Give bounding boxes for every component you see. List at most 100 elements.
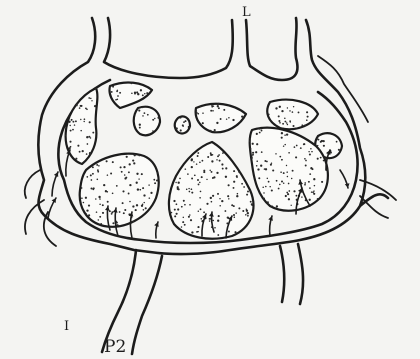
- stipple-dot: [75, 158, 77, 160]
- stipple-dot: [219, 160, 221, 162]
- stipple-dot: [201, 176, 203, 178]
- stipple-dot: [214, 129, 216, 131]
- stipple-dot: [154, 118, 155, 119]
- stipple-dot: [317, 158, 319, 160]
- stipple-dot: [247, 191, 249, 193]
- stipple-dot: [119, 92, 121, 94]
- stipple-dot: [93, 187, 95, 189]
- stipple-dot: [283, 172, 285, 174]
- stipple-dot: [211, 171, 213, 173]
- stipple-dot: [271, 205, 273, 207]
- stipple-dot: [252, 152, 254, 154]
- stipple-dot: [147, 114, 149, 116]
- stipple-dot: [228, 231, 230, 233]
- stipple-dot: [97, 169, 99, 171]
- stipple-dot: [218, 103, 220, 105]
- stipple-dot: [292, 111, 294, 113]
- stipple-dot: [126, 156, 128, 158]
- stipple-dot: [252, 154, 254, 156]
- stipple-dot: [112, 192, 114, 194]
- stipple-dot: [176, 213, 178, 215]
- stipple-dot: [287, 193, 289, 195]
- stipple-dot: [304, 124, 306, 126]
- stipple-dot: [198, 210, 199, 211]
- stipple-dot: [194, 174, 196, 176]
- stipple-dot: [185, 168, 187, 170]
- stipple-dot: [86, 176, 88, 178]
- stipple-dot: [306, 119, 308, 121]
- stipple-dot: [176, 203, 178, 205]
- stipple-dot: [278, 188, 280, 190]
- stipple-dot: [288, 152, 290, 154]
- stipple-dot: [157, 172, 158, 173]
- stipple-dot: [71, 119, 73, 121]
- stipple-dot: [86, 153, 88, 155]
- stipple-dot: [111, 91, 113, 93]
- stipple-dot: [189, 204, 191, 206]
- stipple-dot: [90, 174, 92, 176]
- stipple-dot: [314, 185, 316, 187]
- stipple-dot: [85, 197, 87, 199]
- stipple-dot: [261, 130, 263, 132]
- stipple-dot: [197, 113, 199, 115]
- label-top: L: [242, 5, 251, 20]
- stipple-dot: [212, 177, 214, 179]
- stipple-dot: [157, 117, 159, 119]
- stipple-dot: [311, 151, 313, 153]
- stipple-dot: [304, 158, 306, 160]
- stipple-dot: [317, 198, 319, 200]
- stipple-dot: [217, 220, 219, 222]
- stipple-dot: [135, 209, 137, 211]
- stipple-dot: [100, 223, 102, 225]
- stipple-dot: [86, 209, 88, 211]
- stipple-dot: [99, 203, 101, 205]
- stipple-dot: [183, 121, 185, 123]
- stipple-dot: [212, 154, 214, 156]
- stipple-dot: [68, 121, 70, 123]
- stipple-dot: [181, 206, 183, 208]
- stipple-dot: [90, 187, 92, 189]
- stipple-dot: [296, 195, 298, 197]
- stipple-dot: [310, 148, 312, 150]
- stipple-dot: [140, 89, 142, 91]
- stipple-dot: [262, 187, 264, 189]
- stipple-dot: [238, 171, 240, 173]
- stipple-dot: [123, 212, 125, 214]
- stipple-dot: [154, 182, 156, 184]
- stipple-dot: [228, 184, 230, 186]
- stipple-dot: [196, 112, 198, 114]
- stipple-dot: [218, 215, 220, 217]
- stipple-dot: [92, 166, 94, 168]
- stipple-dot: [98, 165, 100, 167]
- stipple-dot: [124, 174, 126, 176]
- stipple-dot: [184, 204, 186, 206]
- stipple-dot: [200, 105, 202, 107]
- stipple-dot: [65, 135, 66, 136]
- stipple-dot: [193, 161, 194, 162]
- stipple-dot: [142, 187, 144, 189]
- stipple-dot: [92, 132, 94, 134]
- stipple-dot: [197, 226, 199, 228]
- stipple-dot: [142, 204, 144, 206]
- stipple-dot: [188, 126, 190, 128]
- stipple-dot: [236, 195, 238, 197]
- stipple-dot: [129, 201, 131, 203]
- stipple-dot: [311, 191, 313, 193]
- stipple-dot: [212, 110, 214, 112]
- stipple-dot: [171, 212, 173, 214]
- stipple-dot: [289, 110, 291, 112]
- stipple-dot: [286, 122, 288, 124]
- stipple-dot: [317, 139, 319, 141]
- stipple-dot: [268, 113, 270, 115]
- stipple-dot: [287, 124, 289, 126]
- stipple-dot: [98, 219, 99, 220]
- stipple-dot: [246, 194, 248, 196]
- stipple-dot: [97, 171, 99, 173]
- stipple-dot: [198, 121, 200, 123]
- stipple-dot: [182, 221, 184, 223]
- stipple-dot: [255, 151, 257, 153]
- stipple-dot: [284, 118, 286, 120]
- stipple-dot: [217, 155, 219, 157]
- stipple-dot: [265, 186, 267, 188]
